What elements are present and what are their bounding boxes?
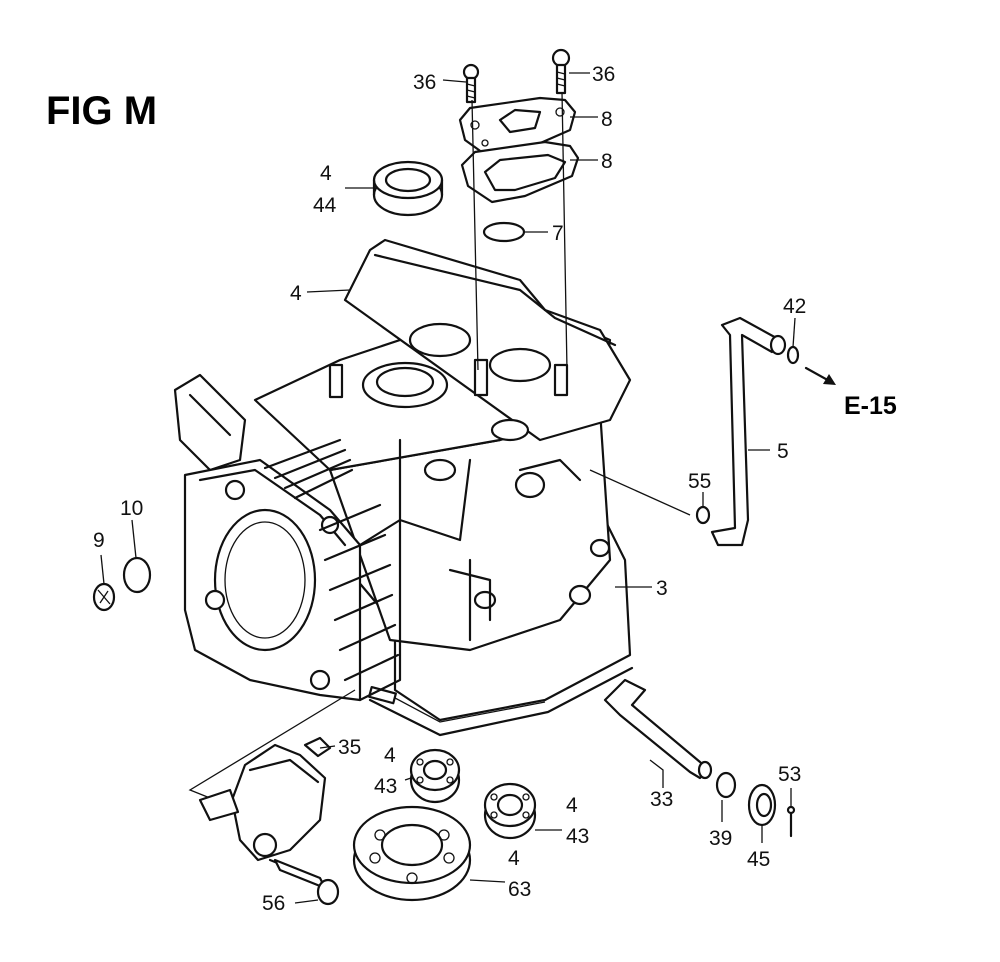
seal-45 — [747, 783, 777, 827]
bolt-36-right — [551, 48, 571, 95]
callout-42: 42 — [783, 295, 806, 318]
cover-plate-8 — [458, 96, 577, 160]
o-ring-7 — [482, 221, 526, 243]
callout-43: 43 — [566, 825, 589, 848]
callout-3: 3 — [656, 577, 668, 600]
callout-33: 33 — [650, 788, 673, 811]
callout-35: 35 — [338, 736, 361, 759]
callout-4: 4 — [320, 162, 332, 185]
figure-title: FIG M — [46, 89, 157, 133]
callout-9: 9 — [93, 529, 105, 552]
lever-33 — [603, 678, 713, 780]
bearing-43-b — [483, 782, 537, 840]
breather-tube-5 — [710, 316, 787, 547]
gasket-8 — [460, 140, 580, 204]
callout-53: 53 — [778, 763, 801, 786]
callout-4: 4 — [508, 847, 520, 870]
oil-seal-44 — [372, 160, 444, 217]
callout-56: 56 — [262, 892, 285, 915]
alignment-lines — [471, 91, 568, 371]
callout-36: 36 — [592, 63, 615, 86]
callout-4: 4 — [384, 744, 396, 767]
washer-10 — [122, 556, 152, 594]
callout-10: 10 — [120, 497, 143, 520]
crankcase-block — [173, 238, 634, 737]
bearing-43-a — [409, 748, 461, 804]
callout-43: 43 — [374, 775, 397, 798]
drain-bolt-9 — [92, 582, 116, 612]
callout-63: 63 — [508, 878, 531, 901]
cylinder-head-face — [183, 438, 402, 702]
callout-4: 4 — [566, 794, 578, 817]
callout-4: 4 — [290, 282, 302, 305]
bolt-56 — [273, 858, 340, 906]
pin-53 — [786, 805, 796, 838]
bolt-36-left — [462, 63, 480, 104]
callout-36: 36 — [413, 71, 436, 94]
callout-5: 5 — [777, 440, 789, 463]
callout-55: 55 — [688, 470, 711, 493]
callout-45: 45 — [747, 848, 770, 871]
clip-42 — [786, 345, 800, 365]
reference-label: E-15 — [844, 392, 897, 420]
bearing-63 — [352, 805, 472, 902]
callout-44: 44 — [313, 194, 337, 217]
clip-55 — [695, 505, 711, 525]
callout-8: 8 — [601, 108, 613, 131]
callout-8: 8 — [601, 150, 613, 173]
leader-lines — [100, 72, 796, 904]
callout-numbers: 36 36 8 8 4 44 7 4 42 5 55 10 9 3 35 4 4… — [93, 63, 806, 915]
callout-39: 39 — [709, 827, 732, 850]
washer-39 — [715, 771, 737, 799]
callout-7: 7 — [552, 222, 564, 245]
governor-bracket — [198, 736, 332, 882]
